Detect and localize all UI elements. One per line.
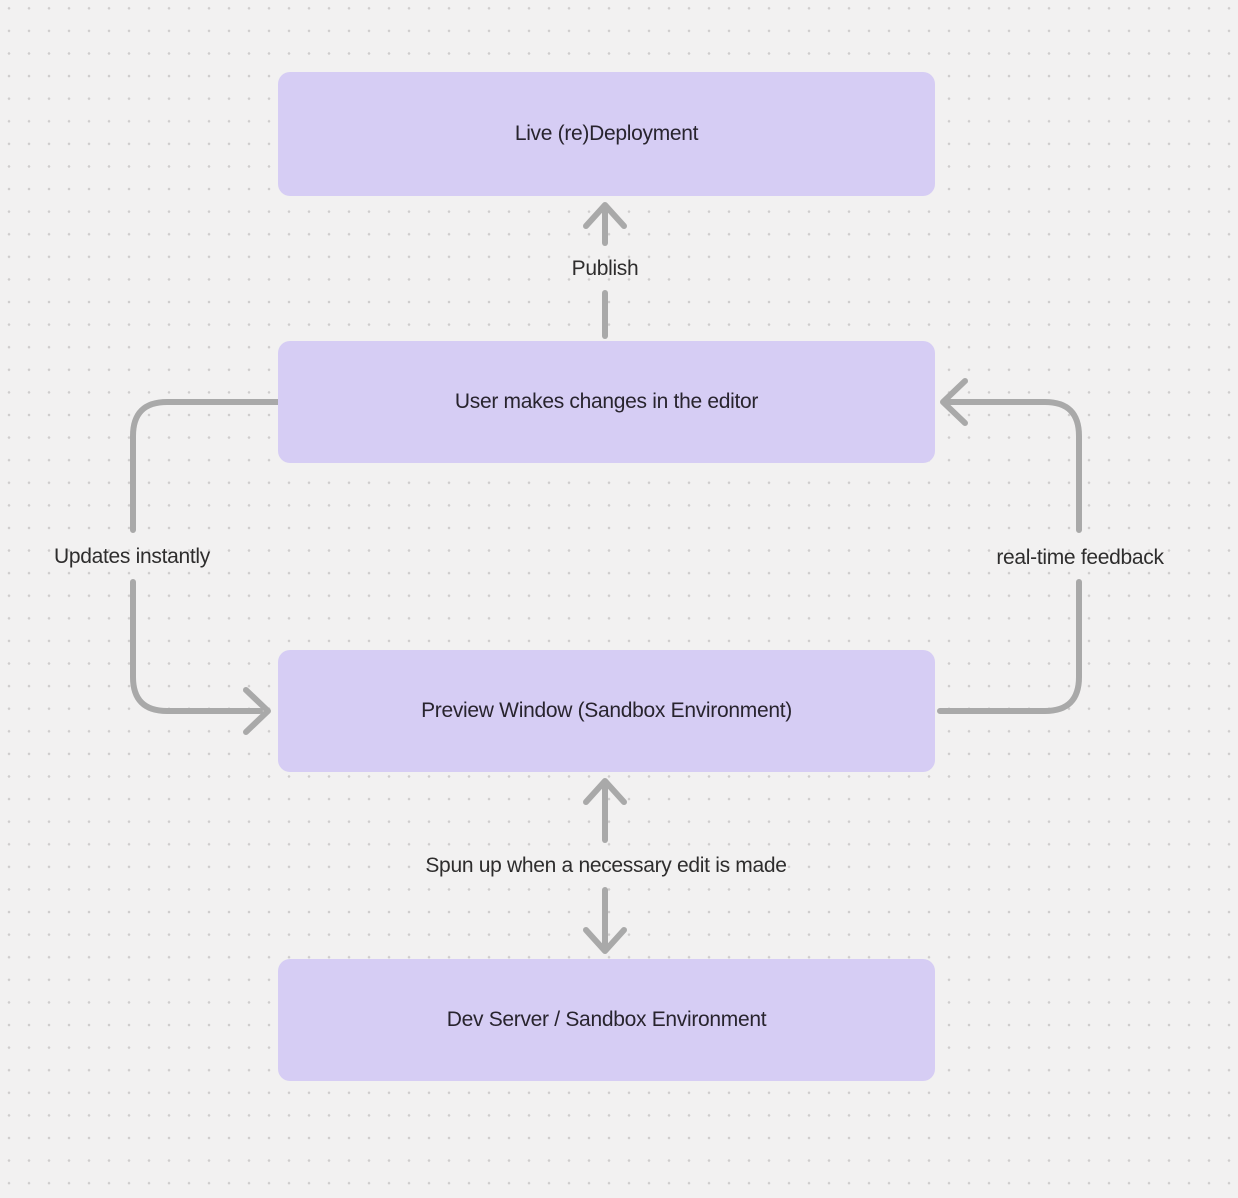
node-label: Live (re)Deployment <box>514 122 699 145</box>
node-user-editor[interactable]: User makes changes in the editor <box>278 341 935 463</box>
arrow-realtime-feedback <box>937 378 1082 714</box>
edge-label-updates-instantly: Updates instantly <box>54 545 210 568</box>
arrow-updates-instantly <box>130 399 281 735</box>
node-dev-server[interactable]: Dev Server / Sandbox Environment <box>278 959 935 1081</box>
node-label: Preview Window (Sandbox Environment) <box>421 699 792 722</box>
edge-label-realtime-feedback: real-time feedback <box>996 546 1164 569</box>
arrow-publish <box>583 202 627 339</box>
arrow-spun-up <box>583 778 627 954</box>
edge-label-publish: Publish <box>571 257 639 280</box>
node-preview-window[interactable]: Preview Window (Sandbox Environment) <box>278 650 935 772</box>
node-label: User makes changes in the editor <box>454 390 759 413</box>
node-live-redeployment[interactable]: Live (re)Deployment <box>278 72 935 196</box>
node-label: Dev Server / Sandbox Environment <box>446 1008 767 1031</box>
edge-label-spun-up: Spun up when a necessary edit is made <box>425 854 787 877</box>
